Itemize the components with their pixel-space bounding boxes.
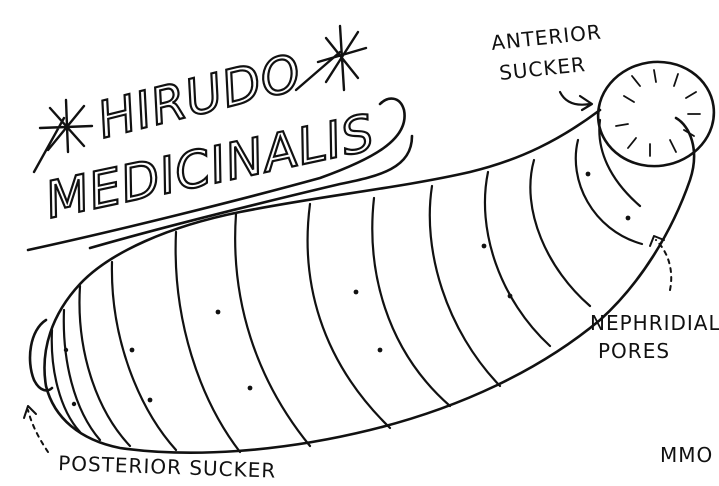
diagram-title: HIRUDO MEDICINALIS	[39, 42, 381, 231]
nephridial-arrow-icon	[655, 239, 673, 291]
nephridial-label-line-1: NEPHRIDIAL	[590, 311, 719, 335]
anterior-sucker	[596, 60, 716, 168]
label-posterior-sucker: POSTERIOR SUCKER	[58, 451, 277, 483]
nephridial-pore-dots	[63, 171, 631, 407]
anterior-label-line-1: ANTERIOR	[490, 20, 603, 55]
label-nephridial-pores: NEPHRIDIAL PORES	[590, 311, 719, 363]
anterior-arrow-icon	[558, 90, 594, 112]
artist-signature: MMO	[660, 443, 713, 467]
label-anterior-sucker: ANTERIOR SUCKER	[490, 20, 603, 85]
decorative-star-icon	[32, 98, 94, 174]
nephridial-arrowhead-icon	[649, 235, 665, 247]
anterior-label-line-2: SUCKER	[498, 52, 587, 85]
posterior-arrowhead-icon	[23, 405, 37, 419]
decorative-star-icon	[294, 24, 368, 92]
posterior-arrow-icon	[27, 409, 49, 453]
title-underline-swoosh	[26, 97, 414, 252]
body-segments	[50, 118, 644, 454]
nephridial-label-line-2: PORES	[598, 339, 670, 363]
